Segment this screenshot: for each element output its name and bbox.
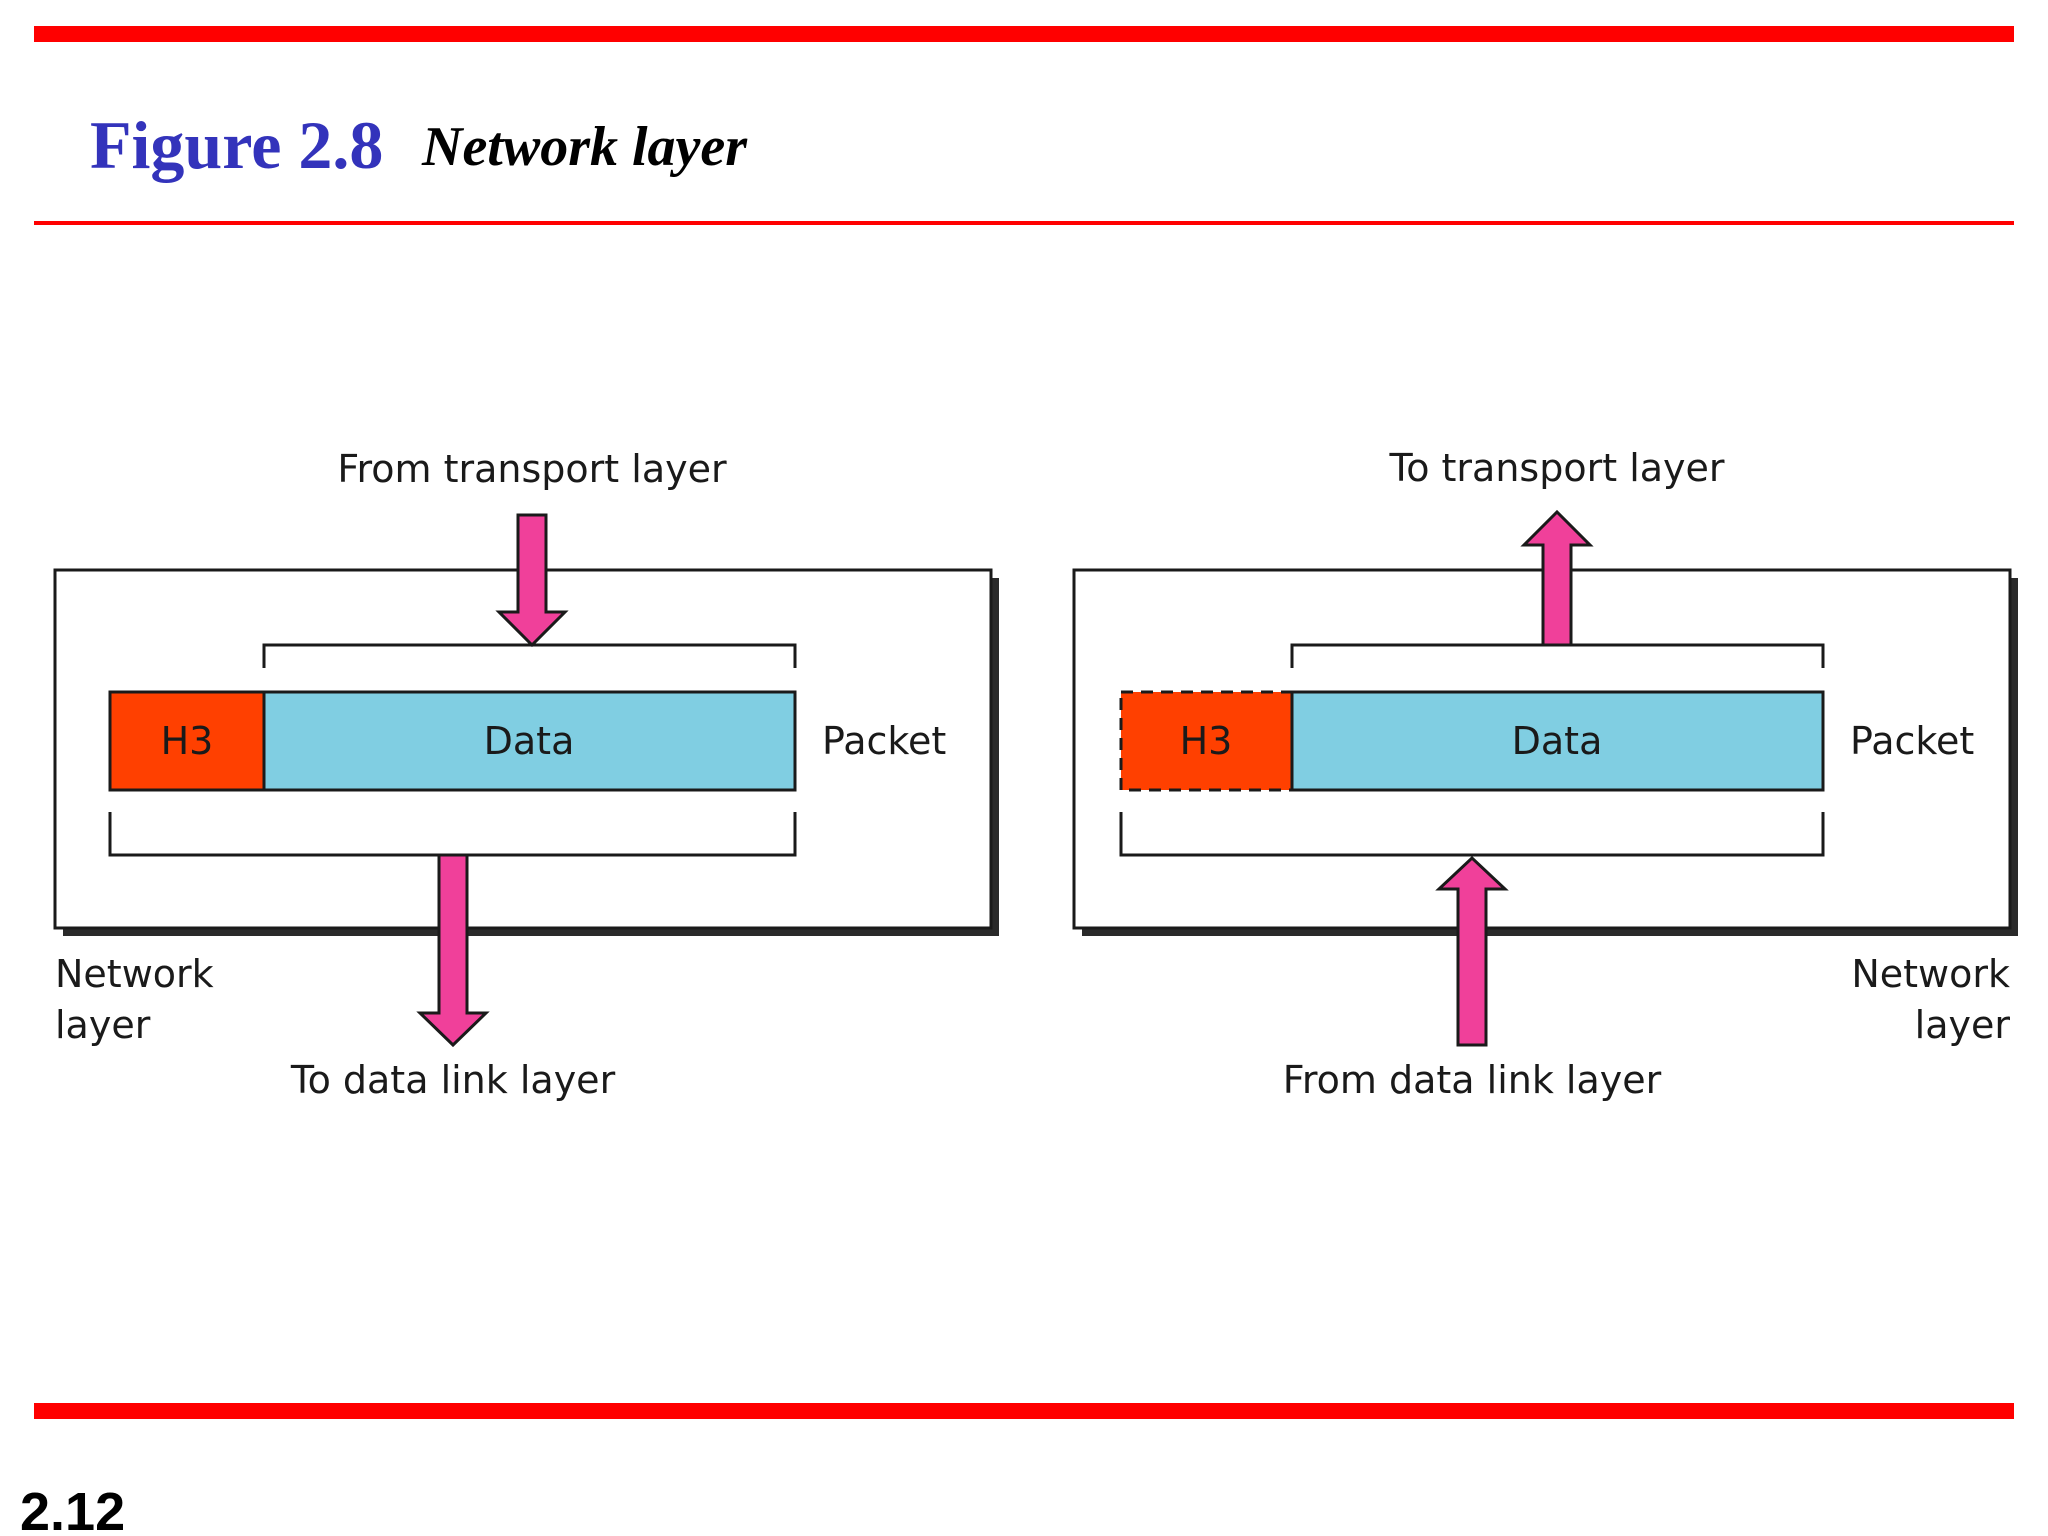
- receiver-arrow-from-data-link: [1435, 855, 1509, 1047]
- sender-top-bracket: [262, 643, 797, 668]
- sender-diagram: H3 Data Packet From transport layer To d…: [53, 447, 999, 1102]
- top-rule: [34, 26, 2014, 42]
- sender-header-block: [108, 690, 266, 792]
- sender-bottom-label: To data link layer: [290, 1058, 616, 1102]
- sender-header-label: H3: [161, 719, 214, 763]
- receiver-header-label: H3: [1180, 719, 1233, 763]
- receiver-diagram: H3 Data Packet To transport layer From d…: [1072, 446, 2018, 1102]
- slide-number: 2.12: [20, 1482, 125, 1536]
- sender-top-label: From transport layer: [337, 447, 727, 491]
- figure-label: Figure 2.8: [90, 107, 383, 183]
- sender-data-label: Data: [484, 719, 575, 763]
- receiver-top-label: To transport layer: [1388, 446, 1724, 490]
- sender-layer-label-line1: Network: [55, 952, 214, 996]
- receiver-arrow-to-transport: [1520, 509, 1594, 647]
- title-rule: [34, 221, 2014, 225]
- receiver-layer-label-line2: layer: [1915, 1003, 2011, 1047]
- receiver-bottom-label: From data link layer: [1283, 1058, 1662, 1102]
- receiver-data-label: Data: [1512, 719, 1603, 763]
- sender-packet-label: Packet: [822, 719, 946, 763]
- sender-arrow-from-transport: [495, 513, 569, 648]
- receiver-packet-label: Packet: [1850, 719, 1974, 763]
- sender-data-block: [262, 690, 797, 792]
- sender-arrow-to-data-link: [416, 853, 490, 1048]
- sender-layer-label-line2: layer: [55, 1003, 151, 1047]
- receiver-data-block: [1290, 690, 1825, 792]
- receiver-header-block: [1119, 690, 1294, 792]
- figure-caption: Network layer: [421, 116, 748, 178]
- receiver-layer-label-line1: Network: [1851, 952, 2010, 996]
- receiver-bottom-bracket: [1119, 812, 1825, 857]
- bottom-rule: [34, 1403, 2014, 1419]
